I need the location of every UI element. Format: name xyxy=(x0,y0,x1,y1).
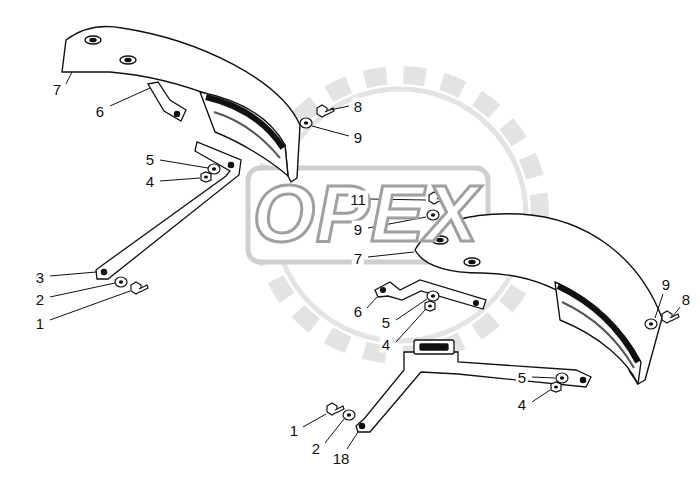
callout-number: 4 xyxy=(516,396,528,413)
callout-number: 7 xyxy=(51,81,63,98)
watermark: OPEX xyxy=(253,174,479,254)
callout-number: 9 xyxy=(352,221,364,238)
upper-bracket xyxy=(148,82,186,121)
lower-stay xyxy=(356,340,591,432)
callout-number: 3 xyxy=(34,269,46,286)
callout-number: 5 xyxy=(380,314,392,331)
callout-number: 7 xyxy=(352,250,364,267)
callout-number: 11 xyxy=(348,191,368,208)
callout-number: 2 xyxy=(34,291,46,308)
callout-number: 2 xyxy=(310,440,322,457)
callout-number: 8 xyxy=(352,98,364,115)
callout-number: 1 xyxy=(34,315,46,332)
callout-number: 4 xyxy=(144,173,156,190)
callout-number: 5 xyxy=(516,369,528,386)
upper-fender xyxy=(62,27,300,183)
callout-number: 8 xyxy=(680,291,692,308)
callout-number: 1 xyxy=(288,422,300,439)
callout-number: 9 xyxy=(352,129,364,146)
leader-lines xyxy=(50,72,681,449)
fasteners xyxy=(115,105,679,420)
upper-stay xyxy=(96,142,241,279)
callout-number: 18 xyxy=(331,450,352,467)
callout-number: 9 xyxy=(660,276,672,293)
callout-number: 6 xyxy=(352,303,364,320)
callout-number: 5 xyxy=(144,151,156,168)
callout-number: 6 xyxy=(94,103,106,120)
callout-number: 4 xyxy=(380,336,392,353)
